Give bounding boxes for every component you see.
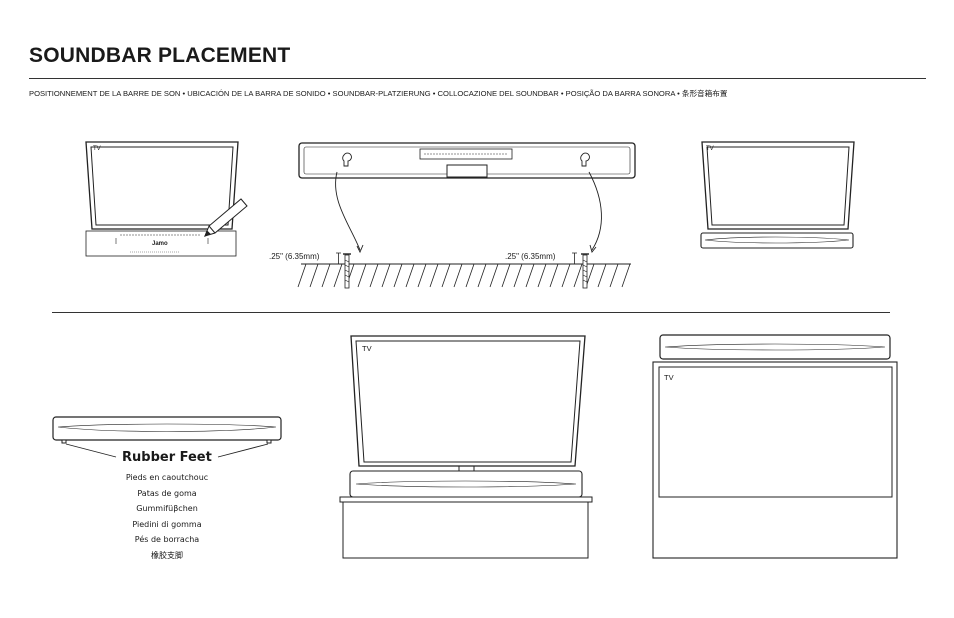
soundbar-on-tv-illustration [652,334,898,559]
rubber-feet-heading: Rubber Feet [122,450,212,465]
template-marking-illustration: Jamo [85,141,248,257]
tv-label-1: TV [93,146,101,152]
translation-pt: Pés de borracha [134,535,200,544]
keyhole-left-icon [342,152,352,167]
translation-es: Patas de goma [137,488,197,498]
page-title: SOUNDBAR PLACEMENT [29,44,291,67]
translation-zh: 橡胶支脚 [151,550,183,560]
screw-right-icon [581,253,589,289]
tv-label-5: TV [362,344,372,353]
tv-soundbar-below-illustration [700,141,855,249]
translation-fr: Pieds en caoutchouc [125,473,209,482]
section-divider [52,312,890,313]
screw-depth-right-label: .25" (6.35mm) [505,252,556,261]
wall-mount-illustration [297,142,636,289]
pencil-icon [204,198,248,237]
translation-it: Piedini di gomma [132,519,202,529]
keyhole-right-icon [580,152,590,167]
page-subtitle: POSITIONNEMENT DE LA BARRE DE SON • UBIC… [29,89,728,98]
screw-left-icon [343,253,351,289]
screw-depth-left-label: .25" (6.35mm) [269,252,320,261]
translation-de: Gummifüβchen [136,504,198,513]
rubber-feet-translations: Pieds en caoutchouc Patas de goma Gummif… [107,470,227,563]
rubber-feet-illustration [52,416,282,458]
tv-on-cabinet-illustration [339,335,593,559]
tv-label-6: TV [664,373,674,382]
template-brand: Jamo [152,241,168,247]
tv-label-3: TV [706,146,714,152]
title-divider [29,78,926,79]
